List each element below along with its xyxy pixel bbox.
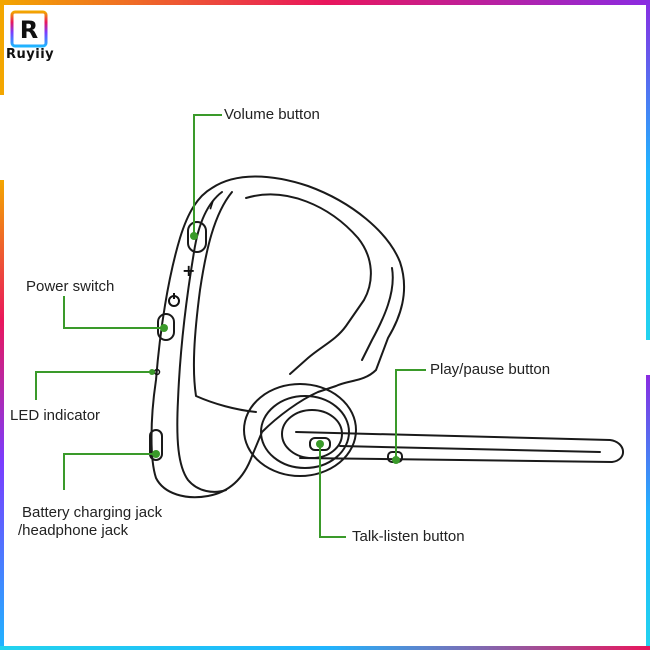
ear-hook-inner (245, 193, 372, 375)
frame-left-lower (0, 180, 4, 650)
frame-bottom (0, 646, 650, 650)
leader-volume (193, 114, 222, 236)
volume-minus-mark: − (203, 197, 222, 213)
frame-left-upper (0, 0, 4, 95)
label-talk-listen-button: Talk-listen button (352, 528, 465, 545)
volume-plus-mark: + (182, 261, 195, 280)
volume-rocker (187, 221, 207, 253)
earpiece-outer-shell (150, 175, 406, 499)
microphone-boom-seam (339, 445, 601, 453)
brand-logo-letter: R (20, 16, 38, 44)
leader-talk-listen (319, 444, 346, 538)
frame-top (0, 0, 650, 5)
label-led-indicator: LED indicator (10, 407, 101, 424)
ear-hook-edge (361, 267, 394, 361)
speaker-pod-outer (243, 383, 357, 477)
front-panel-edge (176, 191, 227, 493)
button-marks: − + (153, 197, 222, 376)
label-volume-button: Volume button (224, 106, 320, 123)
leader-led (35, 371, 152, 400)
microphone-boom (295, 431, 624, 463)
leader-play-pause (395, 369, 426, 460)
speaker-pod-ring (260, 395, 350, 469)
earpiece-body (149, 175, 624, 499)
speaker-pod-inner (281, 409, 343, 459)
label-power-switch: Power switch (26, 278, 115, 295)
label-charging-jack-line1: Battery charging jack (22, 504, 163, 521)
leader-power (63, 296, 164, 329)
frame-right-upper (646, 0, 650, 340)
label-play-pause-button: Play/pause button (430, 361, 551, 378)
charging-port (149, 429, 163, 461)
leader-lines (35, 114, 426, 538)
frame-right-lower (646, 375, 650, 650)
power-symbol-icon (168, 293, 180, 307)
brand-name: Ruyiiy (6, 47, 55, 62)
leader-charging (63, 453, 156, 490)
label-charging-jack-line2: /headphone jack (18, 522, 129, 539)
brand-logo: R (10, 10, 48, 48)
body-rear-contour (192, 191, 257, 413)
